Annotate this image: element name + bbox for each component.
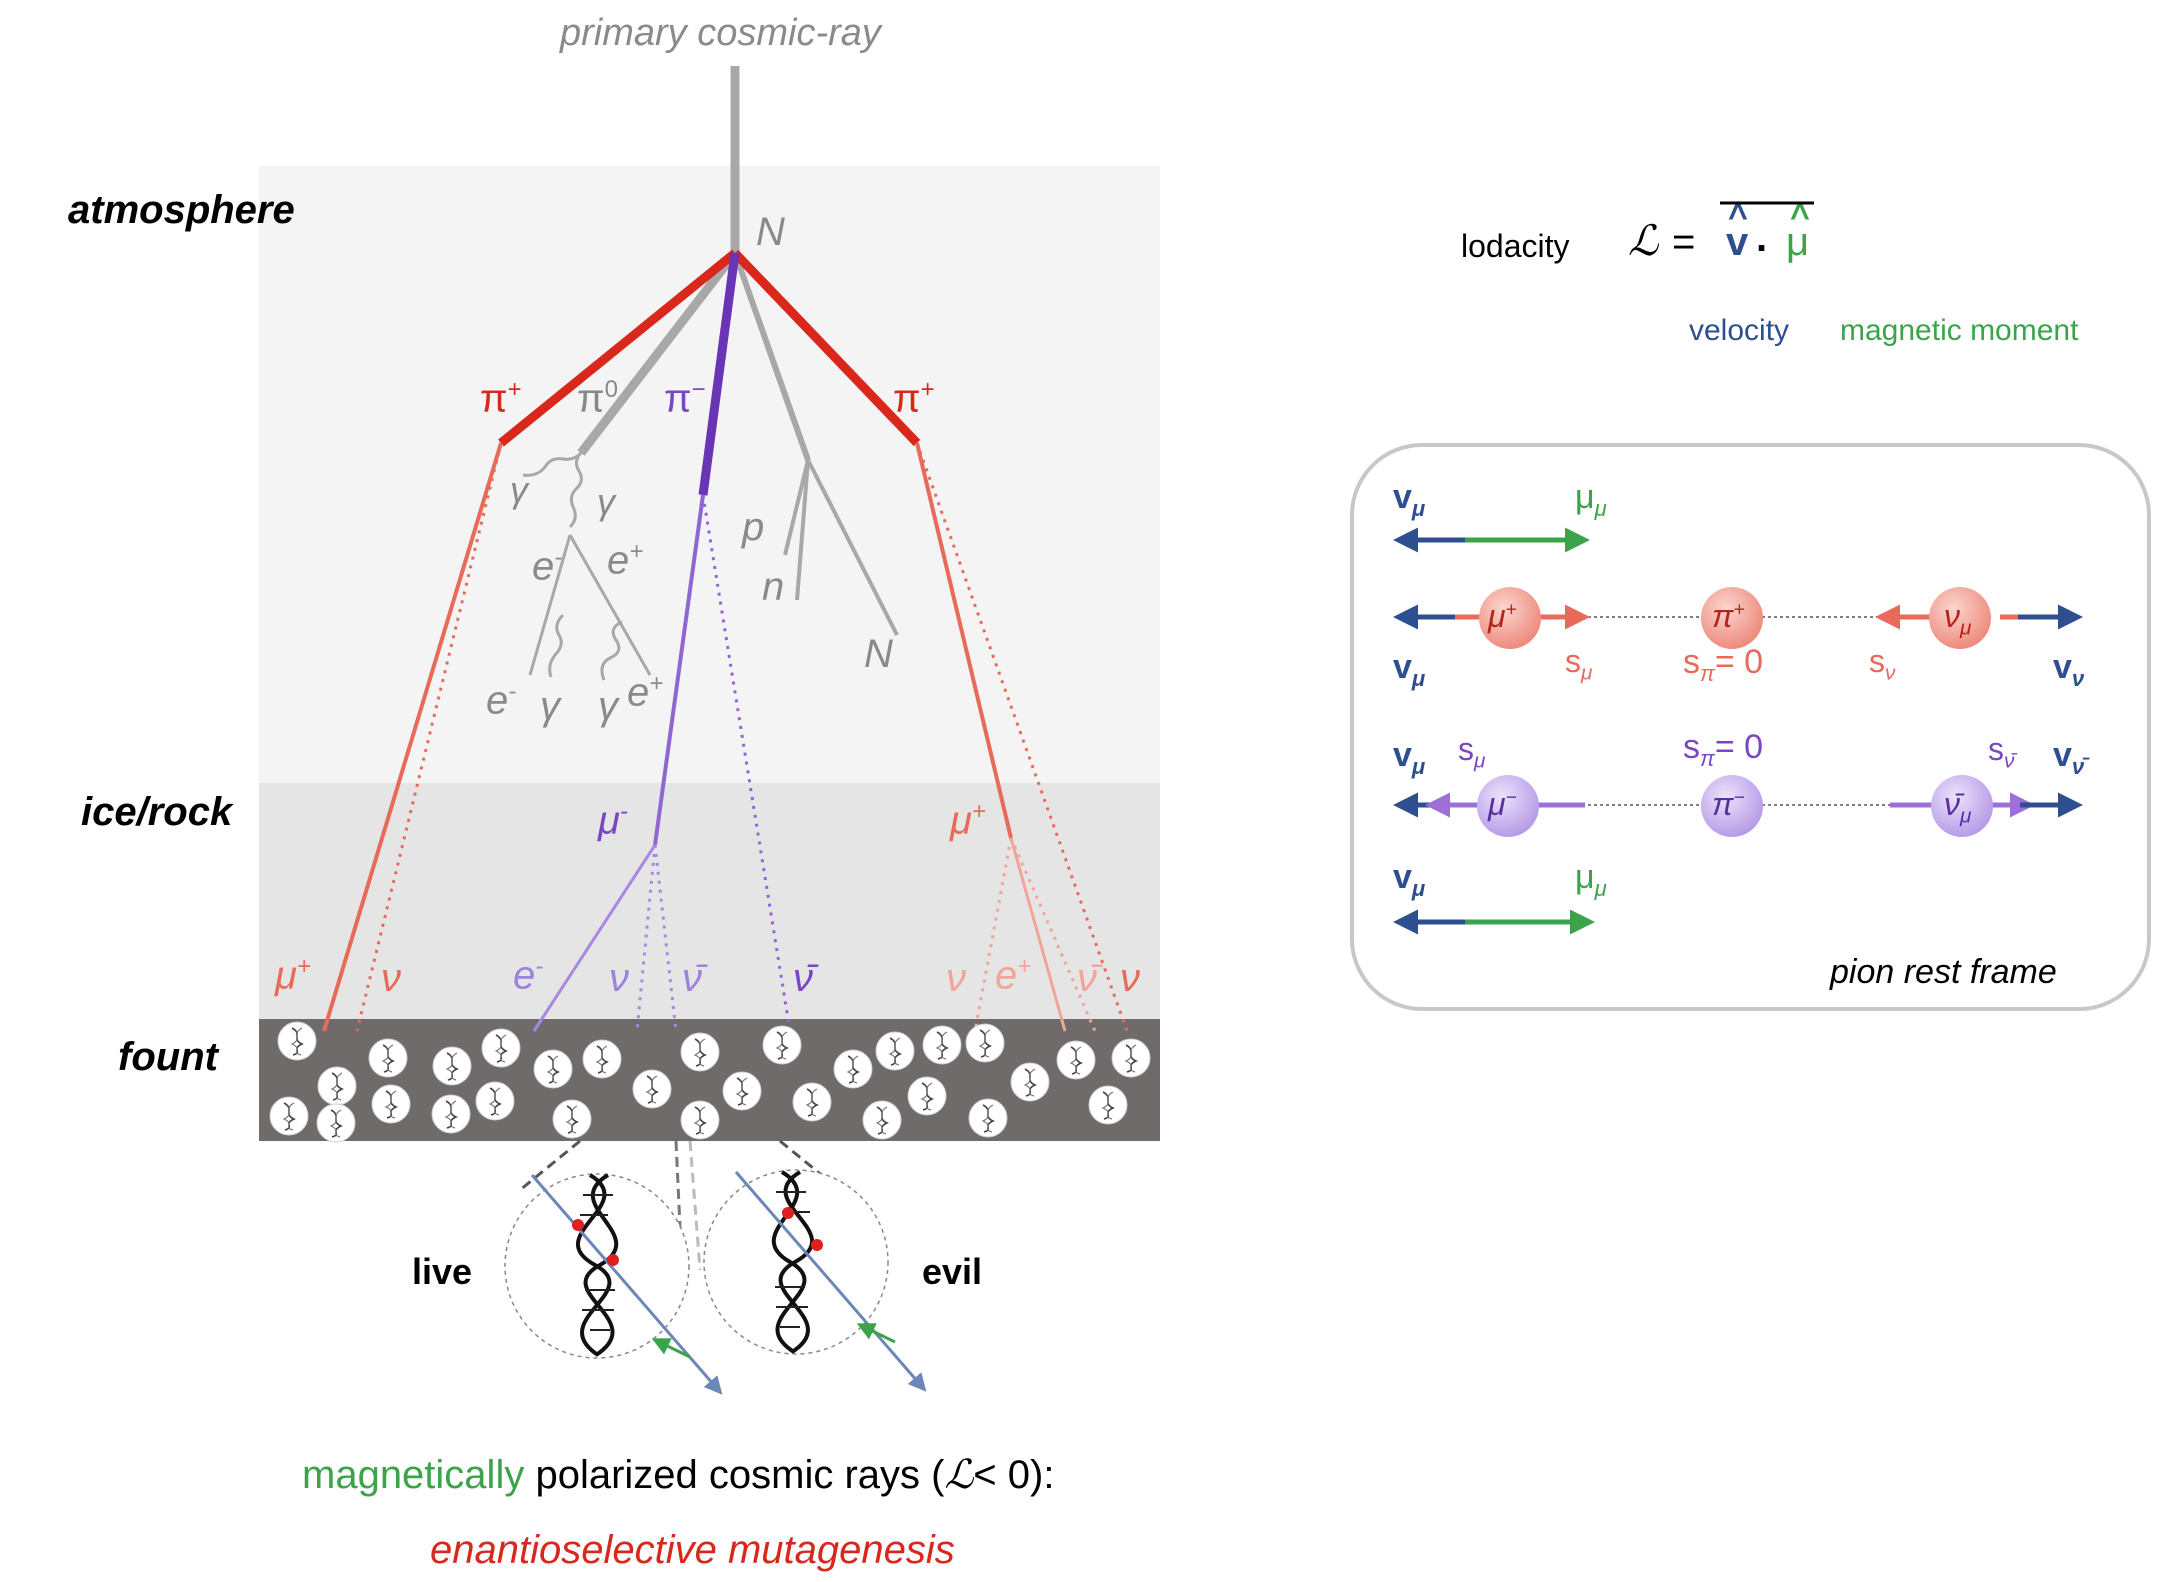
live-label: live <box>412 1251 473 1292</box>
antineutrino-mu-particle: ν̄μ <box>1944 786 1972 828</box>
moment-symbol: μ <box>1786 220 1810 264</box>
antineutrino-pim-label-1: ν̄ <box>682 956 702 1000</box>
v-nu-label: vν <box>2053 648 2085 691</box>
ice-rock-label: ice/rock <box>81 790 233 834</box>
positron-right-label: e+ <box>995 953 1032 998</box>
pion-rest-frame-label: pion rest frame <box>1830 953 2057 991</box>
pion-rest-frame-panel <box>1350 443 2151 1011</box>
v-mu-label-1: vμ <box>1393 478 1426 521</box>
pion-plus-particle: π+ <box>1712 598 1745 634</box>
primary-cosmic-ray-label: primary cosmic-ray <box>560 12 881 54</box>
lodacity-equals: = <box>1672 220 1696 264</box>
v-mu-label-4: vμ <box>1393 858 1426 901</box>
neutrino-right-label-1: ν <box>946 956 966 1000</box>
mu-mu-label-2: μμ <box>1575 858 1607 901</box>
antineutrino-right-label: ν̄ <box>1077 956 1097 1000</box>
neutrino-right-label-2: ν <box>1120 956 1140 1000</box>
muon-minus-label: μ- <box>598 798 628 843</box>
lodacity-label: lodacity <box>1461 228 1570 264</box>
antineutrino-pim-label-2: ν̄ <box>793 956 813 1000</box>
velocity-hat: ^ <box>1728 198 1748 236</box>
muon-minus-particle: μ− <box>1488 786 1517 822</box>
neutrino-pim-label: ν <box>609 956 629 1000</box>
caption-line-1: magnetically polarized cosmic rays (ℒ< 0… <box>302 1453 1055 1497</box>
positron-label-1: e+ <box>607 538 644 583</box>
dot-symbol: . <box>1756 216 1768 260</box>
s-nu-label: sν <box>1869 643 1896 685</box>
electron-label-1: e- <box>532 544 563 589</box>
caption-line-2: enantioselective mutagenesis <box>430 1528 955 1572</box>
s-pi-minus-label: sπ= 0 <box>1683 728 1764 771</box>
lodacity-symbol: ℒ <box>1628 217 1659 264</box>
neutrino-mu-particle: νμ <box>1944 598 1972 640</box>
v-mu-label-2: vμ <box>1393 648 1426 691</box>
magnetic-moment-caption: magnetic moment <box>1840 314 2079 347</box>
pi-zero-label: π0 <box>577 376 618 421</box>
v-mu-label-3: vμ <box>1393 736 1426 779</box>
velocity-caption: velocity <box>1689 314 1790 347</box>
s-mu-label-2: sμ <box>1458 731 1486 773</box>
moment-hat: ^ <box>1790 198 1810 236</box>
gamma-label-3: γ <box>540 684 560 728</box>
evil-label: evil <box>922 1251 983 1292</box>
dna-helix-evil <box>703 1169 927 1392</box>
fount-label: fount <box>118 1035 218 1079</box>
electron-minus-label: e- <box>513 953 544 998</box>
s-nubar-label: sν̄ <box>1988 731 2015 773</box>
gamma-label-4: γ <box>598 684 618 728</box>
gamma-label-2: γ <box>597 481 615 522</box>
dna-helix-live <box>504 1173 723 1395</box>
neutrino-left-label: ν <box>381 956 401 1000</box>
ice-rock-layer <box>259 783 1160 1019</box>
electron-label-2: e- <box>486 678 517 723</box>
velocity-symbol: v <box>1726 220 1749 264</box>
nucleon-label-bottom: N <box>864 632 893 676</box>
muon-plus-left-label: μ+ <box>275 953 311 998</box>
s-pi-plus-label: sπ= 0 <box>1683 643 1764 686</box>
positron-label-2: e+ <box>627 670 664 715</box>
v-nubar-label: vν̄ <box>2053 736 2085 779</box>
gamma-label-1: γ <box>510 469 528 510</box>
proton-label: p <box>742 505 765 549</box>
s-mu-label-1: sμ <box>1565 643 1593 685</box>
muon-plus-particle: μ+ <box>1488 598 1517 634</box>
neutron-label: n <box>762 565 785 609</box>
pion-minus-particle: π− <box>1712 786 1745 822</box>
pi-plus-left-label: π+ <box>480 376 522 421</box>
pi-plus-right-label: π+ <box>893 376 935 421</box>
atmosphere-label: atmosphere <box>68 188 295 232</box>
muon-plus-right-label: μ+ <box>950 798 986 843</box>
pi-minus-label: π− <box>664 376 706 421</box>
mu-mu-label-1: μμ <box>1575 478 1607 521</box>
nucleon-label-top: N <box>756 210 785 254</box>
